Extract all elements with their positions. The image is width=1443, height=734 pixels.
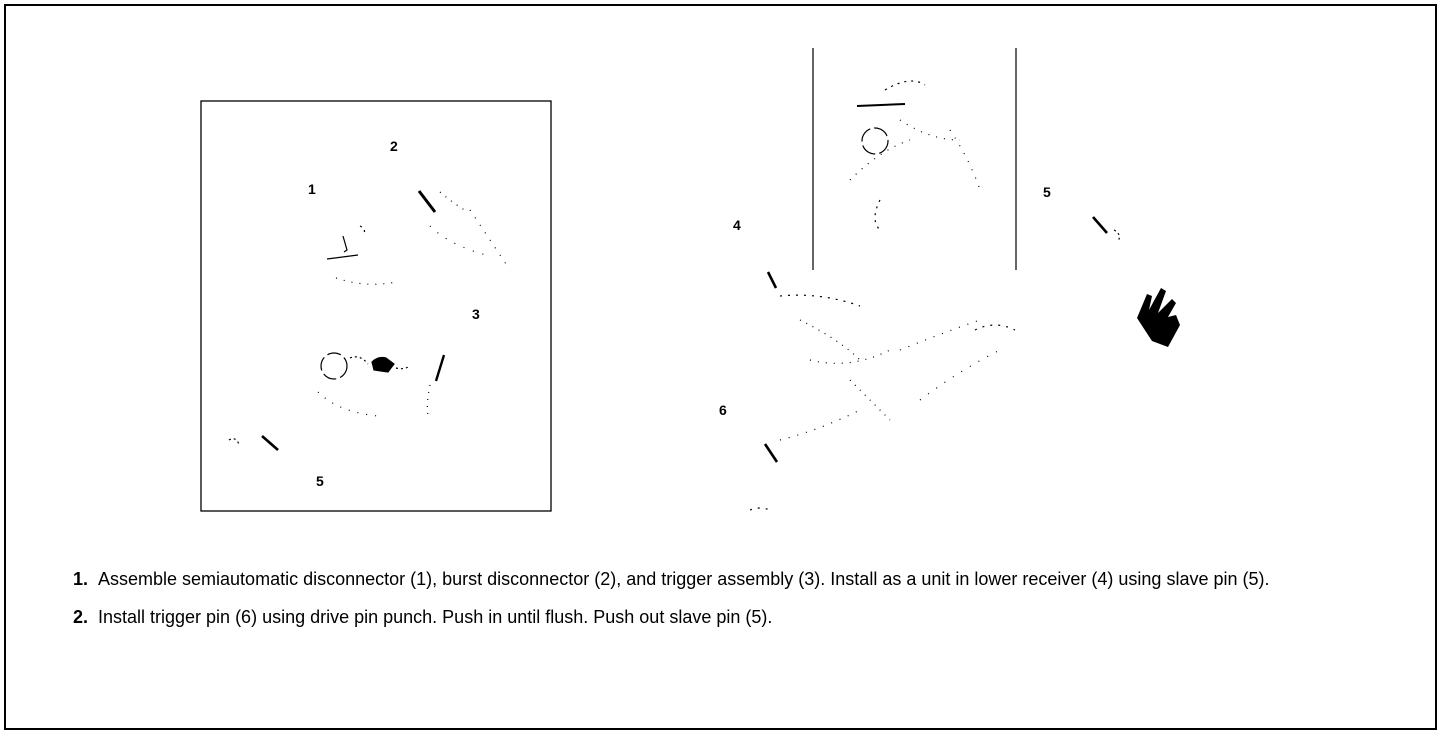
step-number: 2. [72, 607, 88, 627]
semiautomatic-disconnector-drawing [326, 225, 397, 285]
pointing-hand-icon [1137, 288, 1180, 347]
step-text: Assemble semiautomatic disconnector (1),… [98, 569, 1270, 589]
burst-disconnector-drawing [417, 190, 511, 271]
callout-left-1: 1 [308, 181, 316, 197]
slave-pin-drawing-right [1092, 216, 1120, 243]
callout-left-2: 2 [390, 138, 398, 154]
step-1: 1. Assemble semiautomatic disconnector (… [73, 568, 1418, 590]
inset-box [200, 100, 552, 512]
page-border [4, 4, 1437, 730]
trigger-detail-drawing [849, 80, 981, 231]
slave-pin-drawing-left [228, 435, 279, 451]
callout-right-5: 5 [1043, 184, 1051, 200]
callout-left-3: 3 [472, 306, 480, 322]
callout-right-6: 6 [719, 402, 727, 418]
instruction-steps: 1. Assemble semiautomatic disconnector (… [73, 568, 1418, 644]
step-2: 2. Install trigger pin (6) using drive p… [73, 606, 1418, 628]
lower-receiver-drawing [749, 271, 1016, 511]
callout-right-4: 4 [733, 217, 741, 233]
illustration [200, 48, 1180, 512]
callout-left-5: 5 [316, 473, 324, 489]
trigger-assembly-drawing [317, 352, 446, 417]
figure: 2 1 3 5 4 5 6 [200, 48, 1180, 512]
step-text: Install trigger pin (6) using drive pin … [98, 607, 773, 627]
step-number: 1. [72, 569, 88, 589]
